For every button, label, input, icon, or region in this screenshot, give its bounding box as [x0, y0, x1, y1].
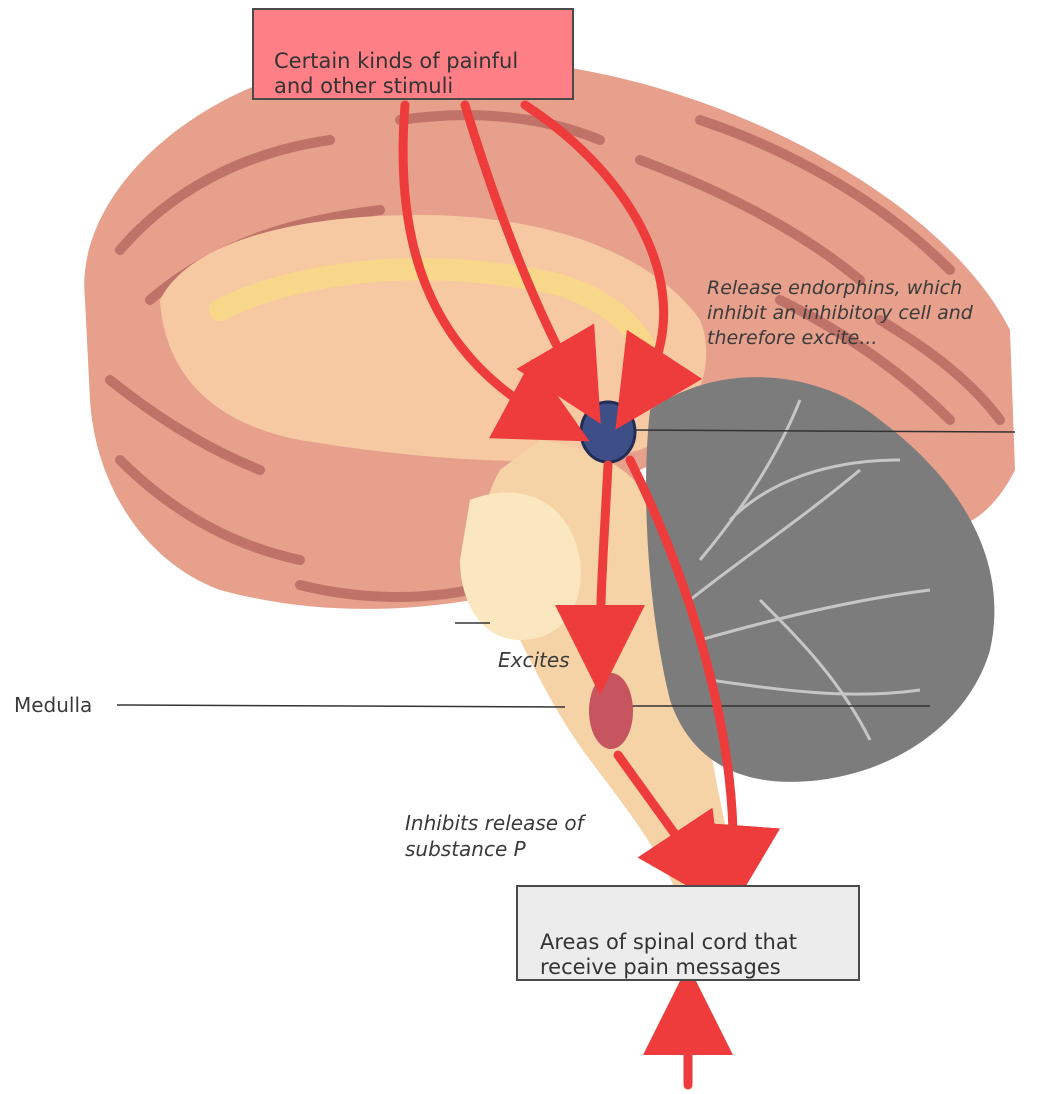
- periaqueductal-gray-dot: [581, 402, 635, 462]
- inhibits-note: Inhibits release of substance P: [405, 810, 584, 862]
- excites-label: Excites: [498, 648, 570, 672]
- spinal-cord-box: Areas of spinal cord that receive pain m…: [516, 885, 860, 981]
- endorphins-note: Release endorphins, which inhibit an inh…: [707, 276, 973, 351]
- stimuli-box: Certain kinds of painful and other stimu…: [252, 8, 574, 100]
- medulla-dot: [589, 673, 633, 749]
- stimuli-box-label: Certain kinds of painful and other stimu…: [274, 49, 518, 98]
- spinal-cord-box-label: Areas of spinal cord that receive pain m…: [540, 930, 797, 979]
- medulla-label: Medulla: [14, 693, 92, 717]
